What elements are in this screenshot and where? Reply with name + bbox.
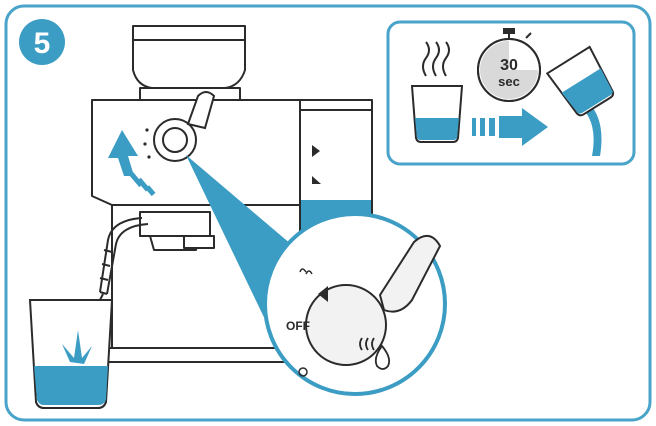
coffee-setting-icon <box>299 268 313 275</box>
step-badge-icon: 5 <box>19 19 65 65</box>
dial-zoom: OFF <box>263 212 447 396</box>
water-drop-icon <box>374 344 391 370</box>
bean-hopper <box>132 25 246 89</box>
steam-splash-icon <box>62 330 92 364</box>
timer-value: 30 <box>500 57 518 74</box>
dial-off-label: OFF <box>286 319 310 333</box>
tank-max-mark-icon <box>312 145 320 157</box>
milk-level <box>34 366 108 405</box>
dial-marks <box>298 268 313 377</box>
dial-knob <box>305 284 387 366</box>
pouring-jug <box>545 45 615 156</box>
steam-icon <box>359 337 375 351</box>
hot-cup <box>410 41 464 143</box>
hopper-collar <box>139 87 241 101</box>
direction-arrow-icon <box>108 130 156 197</box>
steam-icon-inset <box>422 41 450 77</box>
poured-stream <box>582 102 602 156</box>
timer-unit: sec <box>498 74 520 89</box>
step-number: 5 <box>34 27 51 60</box>
dial-lever <box>378 235 442 313</box>
steam-water-icon <box>359 337 391 370</box>
dial-pointer-icon <box>318 286 328 302</box>
standby-icon <box>298 367 308 377</box>
group-head <box>139 211 211 237</box>
direction-arrow-icon <box>472 108 548 146</box>
cup-liquid <box>415 118 459 140</box>
timer-icon: 30 sec <box>477 28 541 102</box>
tank-min-mark-icon <box>312 176 321 184</box>
steam-knob-small <box>143 91 216 162</box>
cup-platform <box>183 235 215 249</box>
knob-lever-small <box>186 91 216 130</box>
milk-jug <box>28 299 114 409</box>
